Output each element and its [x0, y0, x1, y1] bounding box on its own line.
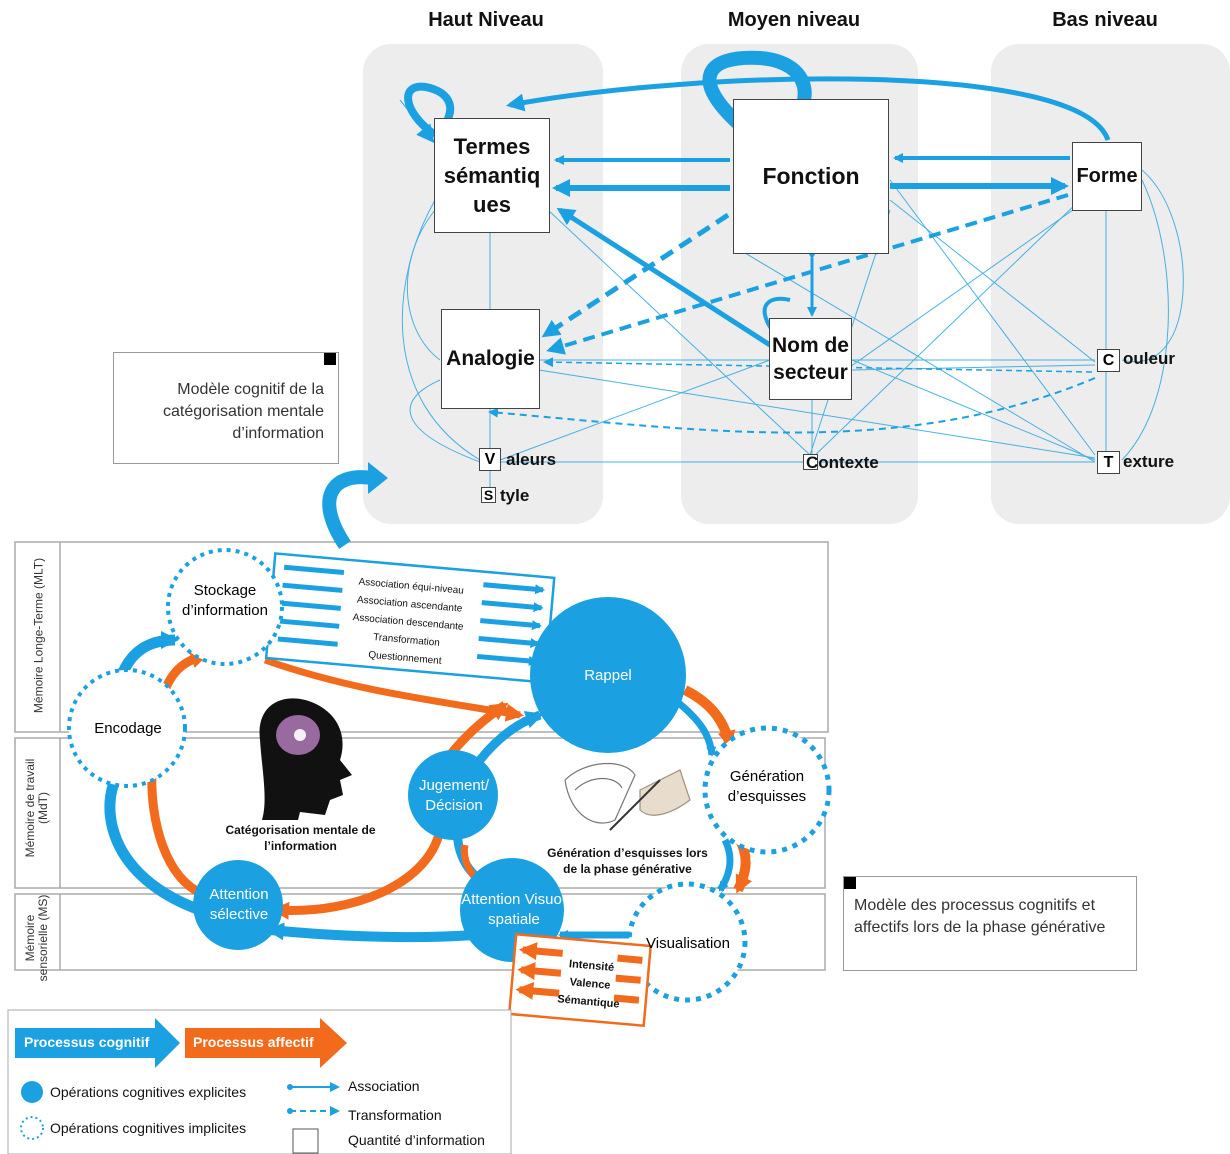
node-texture-box: T [1097, 451, 1120, 474]
node-nom-secteur: Nom de secteur [769, 318, 852, 400]
legend-quantity-label: Quantité d’information [348, 1132, 485, 1148]
legend-affective-label: Processus affectif [193, 1034, 314, 1050]
circle-jugement [408, 750, 498, 840]
row-ms [14, 893, 826, 971]
affect-box [507, 932, 653, 1028]
style-label: tyle [500, 486, 530, 505]
row-label-ms: Mémoire sensorielle (MS) [23, 894, 50, 982]
caption-top: Modèle cognitif de la catégorisation men… [113, 352, 339, 464]
label-generation: Génération d’esquisses [727, 768, 807, 805]
label-encodage: Encodage [94, 720, 162, 737]
row-label-mdt: Mémoire de travail (MdT) [23, 758, 50, 858]
legend-transformation-label: Transformation [348, 1107, 442, 1123]
thin-links [401, 169, 1184, 490]
column-title-bas: Bas niveau [1052, 9, 1158, 31]
sketch-image [564, 763, 691, 831]
association-list: Association équi-niveau Association asce… [334, 572, 481, 674]
node-valeurs-box: V [479, 448, 501, 471]
legend-cognitive-label: Processus cognitif [24, 1034, 150, 1050]
link-arrow [322, 470, 373, 549]
couleur-label: ouleur [1123, 349, 1175, 368]
column-title-moyen: Moyen niveau [727, 9, 861, 31]
legend-cognitive-arrow [15, 1018, 180, 1068]
contexte-label: Contexte [806, 453, 879, 472]
label-attention-vs: Attention Visuo-spatiale [461, 891, 567, 928]
circle-generation [702, 725, 832, 855]
node-nom-secteur-label: Nom de secteur [771, 334, 849, 384]
label-rappel: Rappel [584, 667, 632, 684]
caption-top-text: Modèle cognitif de la catégorisation men… [163, 381, 324, 442]
legend-implicit-icon [20, 1116, 44, 1140]
node-fonction: Fonction [733, 99, 889, 254]
node-style-box: S [481, 487, 496, 503]
legend-affective-arrow [185, 1018, 347, 1068]
node-forme-label: Forme [1076, 165, 1138, 187]
texture-label: exture [1123, 452, 1175, 471]
row-mlt [14, 541, 829, 733]
caption-top-marker [324, 353, 336, 365]
legend-explicit-icon [21, 1081, 43, 1103]
circle-visualisation [626, 881, 748, 1003]
node-termes-label: Termes sémantiq ues [443, 134, 541, 217]
node-analogie: Analogie [441, 309, 540, 409]
affect-list: Intensité Valence Sémantique [548, 954, 632, 1015]
association-box [264, 552, 556, 684]
legend-quantity-icon [292, 1128, 319, 1154]
caption-bottom: Modèle des processus cognitifs et affect… [843, 876, 1137, 971]
node-contexte-box [803, 454, 818, 470]
node-forme: Forme [1072, 142, 1142, 211]
caption-bottom-text: Modèle des processus cognitifs et affect… [854, 897, 1106, 936]
circle-rappel [530, 597, 686, 753]
circle-encodage [67, 668, 187, 788]
label-jugement: Jugement/ Décision [418, 777, 490, 814]
node-analogie-label: Analogie [446, 347, 535, 370]
row-label-mlt: Mémoire Longe-Terme (MLT) [31, 557, 46, 714]
legend-explicit-label: Opérations cognitives explicites [50, 1084, 247, 1100]
label-stockage: Stockage d’information [182, 582, 268, 619]
head-caption: Catégorisation mentale de l’information [225, 823, 376, 853]
label-visualisation: Visualisation [646, 935, 730, 952]
circle-stockage [166, 548, 284, 666]
circle-attention-sel [193, 860, 283, 950]
legend-implicit-label: Opérations cognitives implicites [50, 1120, 247, 1136]
couleur-letter: C [1102, 351, 1115, 369]
sketch-caption: Génération d’esquisses lors de la phase … [547, 846, 708, 876]
node-couleur-box: C [1097, 349, 1120, 372]
panel-bas-niveau [991, 44, 1230, 524]
valeurs-label: aleurs [506, 450, 557, 469]
legend-association-label: Association [348, 1078, 420, 1094]
valeurs-letter: V [484, 450, 496, 468]
caption-bottom-marker [844, 877, 856, 889]
node-termes: Termes sémantiq ues [434, 118, 550, 233]
texture-letter: T [1103, 453, 1114, 471]
node-fonction-label: Fonction [762, 163, 860, 189]
column-title-haut: Haut Niveau [428, 9, 544, 31]
head-image [259, 698, 352, 820]
style-letter: S [483, 487, 494, 503]
label-attention-sel: Attention sélective [209, 886, 269, 923]
bold-links [399, 50, 1111, 348]
